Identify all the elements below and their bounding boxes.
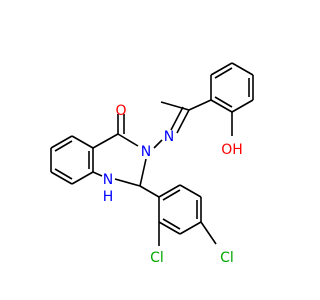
- dichlorophenyl-ring: [139, 184, 217, 246]
- chlorine-para-label: Cl: [220, 250, 234, 266]
- imine-linkage: [153, 99, 212, 149]
- molecule-structure: O N N N H OH Cl Cl: [50, 62, 254, 266]
- carbonyl-oxygen-label: O: [115, 103, 126, 119]
- hydroxyphenyl-ring: [210, 62, 254, 136]
- molecule-canvas: O N N N H OH Cl Cl: [50, 62, 254, 266]
- ring-nitrogen-label: N: [141, 144, 151, 160]
- chlorine-ortho-label: Cl: [150, 250, 164, 266]
- fused-benzene-ring: [50, 135, 94, 185]
- amine-hydrogen-label: H: [103, 189, 114, 205]
- hydroxyl-label: OH: [221, 142, 243, 158]
- quinazolinone-ring: [92, 114, 147, 187]
- imine-nitrogen-label: N: [164, 129, 174, 145]
- amine-nitrogen-label: N: [103, 172, 113, 188]
